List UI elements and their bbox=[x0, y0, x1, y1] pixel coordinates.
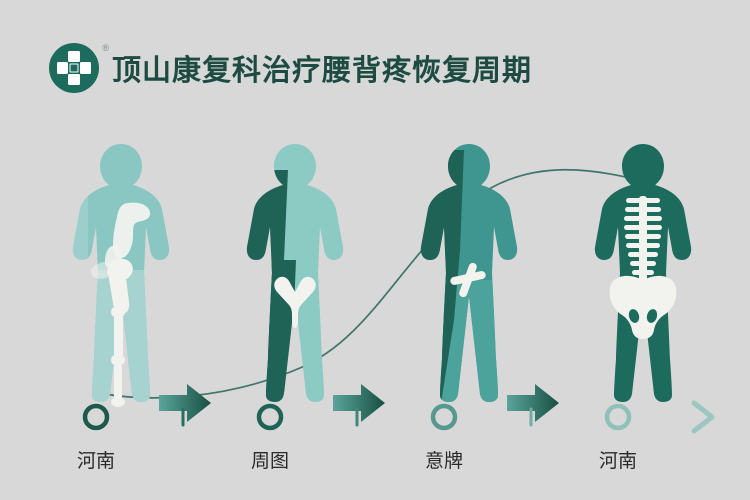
recovery-timeline-axis[interactable] bbox=[0, 392, 750, 442]
patient-stage-4 bbox=[558, 130, 728, 410]
patient-stage-3 bbox=[384, 130, 554, 410]
brand-logo: ® bbox=[48, 42, 109, 94]
progress-arrow-3 bbox=[505, 382, 561, 424]
registered-trademark-icon: ® bbox=[102, 43, 109, 53]
timeline-marker-2[interactable] bbox=[256, 403, 284, 431]
timeline-marker-4[interactable] bbox=[604, 403, 632, 431]
bone-detail-stage-3 bbox=[450, 262, 486, 298]
timeline-marker-1[interactable] bbox=[82, 403, 110, 431]
patient-stage-2 bbox=[210, 130, 380, 410]
timeline-marker-3[interactable] bbox=[430, 403, 458, 431]
medical-cross-circle-icon bbox=[49, 43, 99, 93]
bone-detail-stage-2 bbox=[274, 276, 316, 328]
timeline-labels: 河南 周图 意牌 河南 bbox=[0, 446, 750, 482]
timeline-label-2[interactable]: 周图 bbox=[250, 451, 289, 472]
progress-arrow-2 bbox=[331, 382, 387, 424]
progress-arrow-1 bbox=[157, 382, 213, 424]
bone-detail-stage-4-spine bbox=[609, 196, 677, 339]
patient-stage-1 bbox=[36, 130, 206, 410]
timeline-markers bbox=[82, 403, 632, 431]
figures-strip bbox=[0, 130, 750, 422]
bone-detail-stage-1 bbox=[90, 202, 151, 407]
page-title: 顶山康复科治疗腰背疼恢复周期 bbox=[112, 55, 533, 87]
timeline-label-4[interactable]: 河南 bbox=[598, 451, 637, 472]
timeline-label-3[interactable]: 意牌 bbox=[424, 451, 463, 472]
timeline-ticks bbox=[181, 407, 533, 427]
timeline-label-1[interactable]: 河南 bbox=[76, 451, 115, 472]
header: ® 顶山康复科治疗腰背疼恢复周期 bbox=[48, 42, 532, 94]
